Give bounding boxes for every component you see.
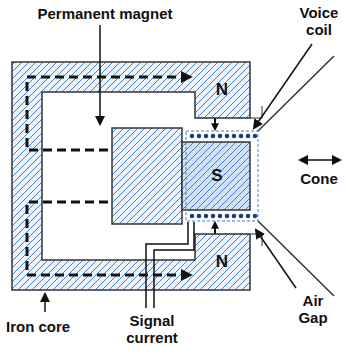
- coil-winding: [239, 214, 244, 219]
- signal-wire: [154, 222, 194, 308]
- part-label: Iron core: [6, 318, 96, 335]
- voice-coil: [190, 134, 258, 219]
- coil-winding: [204, 134, 209, 139]
- coil-winding: [204, 214, 209, 219]
- suspension: [250, 106, 262, 118]
- coil-winding: [197, 214, 202, 219]
- pole-label: N: [212, 252, 232, 272]
- coil-winding: [190, 134, 195, 139]
- coil-winding: [232, 214, 237, 219]
- part-label: Signal current: [104, 312, 200, 347]
- flux-arrow: [27, 202, 188, 275]
- leader-line: [44, 294, 46, 312]
- s-pole-piece: [182, 142, 250, 210]
- coil-winding: [190, 214, 195, 219]
- coil-winding: [225, 134, 230, 139]
- pole-label: N: [212, 80, 232, 100]
- iron-core: [12, 62, 250, 290]
- motion-arrow: [300, 159, 340, 161]
- coil-winding: [239, 134, 244, 139]
- coil-winding: [218, 214, 223, 219]
- part-label: Air Gap: [288, 292, 338, 327]
- flux-arrow: [214, 118, 216, 128]
- permanent-magnet: [112, 128, 182, 224]
- part-label: Voice coil: [295, 4, 343, 39]
- leader-line: [254, 44, 312, 128]
- coil-winding: [246, 214, 251, 219]
- coil-winding: [211, 214, 216, 219]
- cone-edge: [258, 221, 334, 296]
- coil-former: [186, 131, 258, 221]
- pole-label: S: [207, 166, 227, 186]
- coil-winding: [197, 134, 202, 139]
- part-label: Permanent magnet: [30, 5, 180, 22]
- flux-arrow: [214, 224, 216, 234]
- coil-winding: [232, 134, 237, 139]
- coil-winding: [211, 134, 216, 139]
- coil-winding: [253, 134, 258, 139]
- leader-line: [99, 25, 101, 124]
- part-label: Cone: [295, 170, 343, 187]
- coil-winding: [246, 134, 251, 139]
- leader-line: [256, 230, 296, 288]
- coil-winding: [253, 214, 258, 219]
- coil-winding: [225, 214, 230, 219]
- flux-arrow: [27, 77, 188, 150]
- signal-wire: [146, 222, 188, 308]
- coil-winding: [218, 134, 223, 139]
